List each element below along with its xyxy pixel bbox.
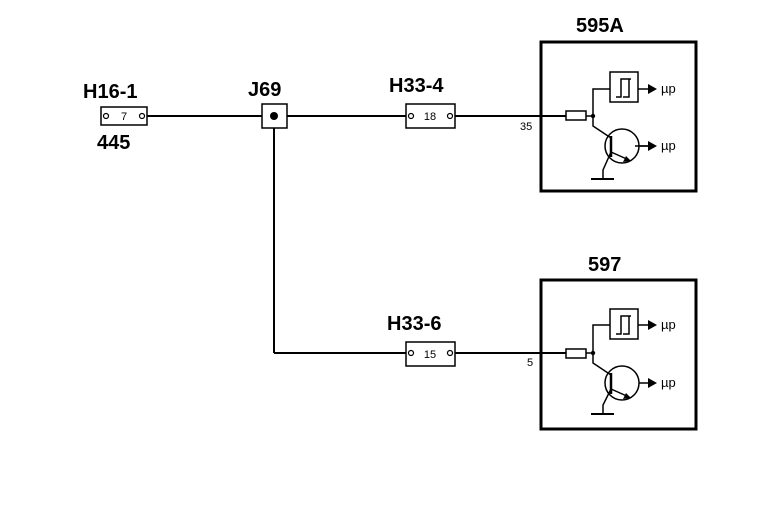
connector-h33-4-label: H33-4 [389,75,444,97]
connector-h16-1-label: H16-1 [83,81,137,103]
connector-h33-6: H33-6 15 [387,313,456,367]
module-595a-output-bottom: µp [661,138,676,153]
connector-h33-6-label: H33-6 [387,313,441,335]
arrow-icon [648,84,657,94]
module-595a-label: 595A [576,15,624,37]
wire-number-label: 445 [97,132,130,154]
arrow-icon [648,320,657,330]
module-595a-output-top: µp [661,81,676,96]
connector-h33-4: H33-4 18 [389,75,456,129]
module-597-input-pin: 5 [527,357,533,369]
connector-h33-6-pin: 15 [424,349,436,361]
splice-j69-label: J69 [248,79,281,101]
splice-dot-icon [270,112,278,120]
module-597-output-top: µp [661,317,676,332]
module-597: 597 5 µp µp [527,254,698,431]
connector-h33-4-pin: 18 [424,111,436,123]
splice-j69: J69 [248,79,288,129]
connector-h16-1-pin: 7 [121,111,127,123]
resistor-icon [565,348,587,359]
module-595a: 595A 35 µp µp [520,15,698,193]
module-597-label: 597 [588,254,621,276]
resistor-icon [565,110,587,121]
module-597-box [539,278,698,431]
schmitt-trigger-icon [609,71,639,103]
module-597-output-bottom: µp [661,375,676,390]
module-595a-input-pin: 35 [520,121,532,133]
connector-h16-1: H16-1 7 445 [83,81,148,154]
module-595a-box [539,40,698,193]
